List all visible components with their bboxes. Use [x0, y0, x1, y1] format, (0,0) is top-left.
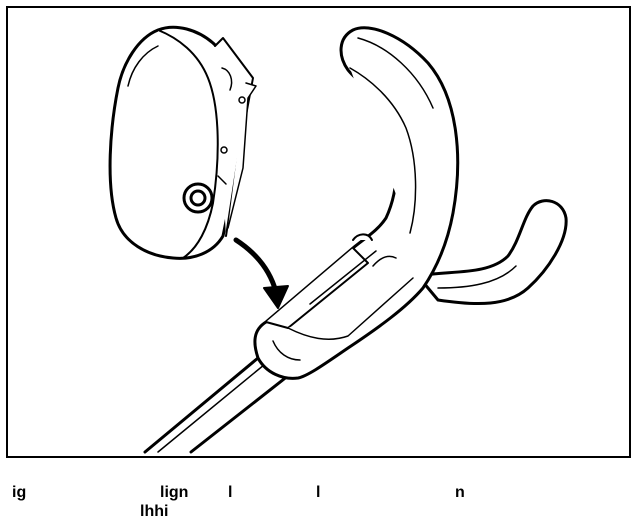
caption-word: lign	[160, 484, 189, 501]
caption-word: n	[455, 484, 465, 501]
arm-rest	[416, 199, 568, 306]
control-module	[108, 25, 257, 260]
illustration-frame	[6, 6, 631, 458]
caption-word: ig	[12, 484, 27, 501]
caption-word: l	[316, 484, 321, 501]
handle-cradle	[253, 26, 460, 380]
caption-word: lhhi	[140, 503, 169, 520]
shaft	[143, 356, 300, 454]
curved-arrow-icon	[233, 237, 289, 309]
device-illustration	[108, 25, 568, 454]
caption-word: l	[228, 484, 233, 501]
